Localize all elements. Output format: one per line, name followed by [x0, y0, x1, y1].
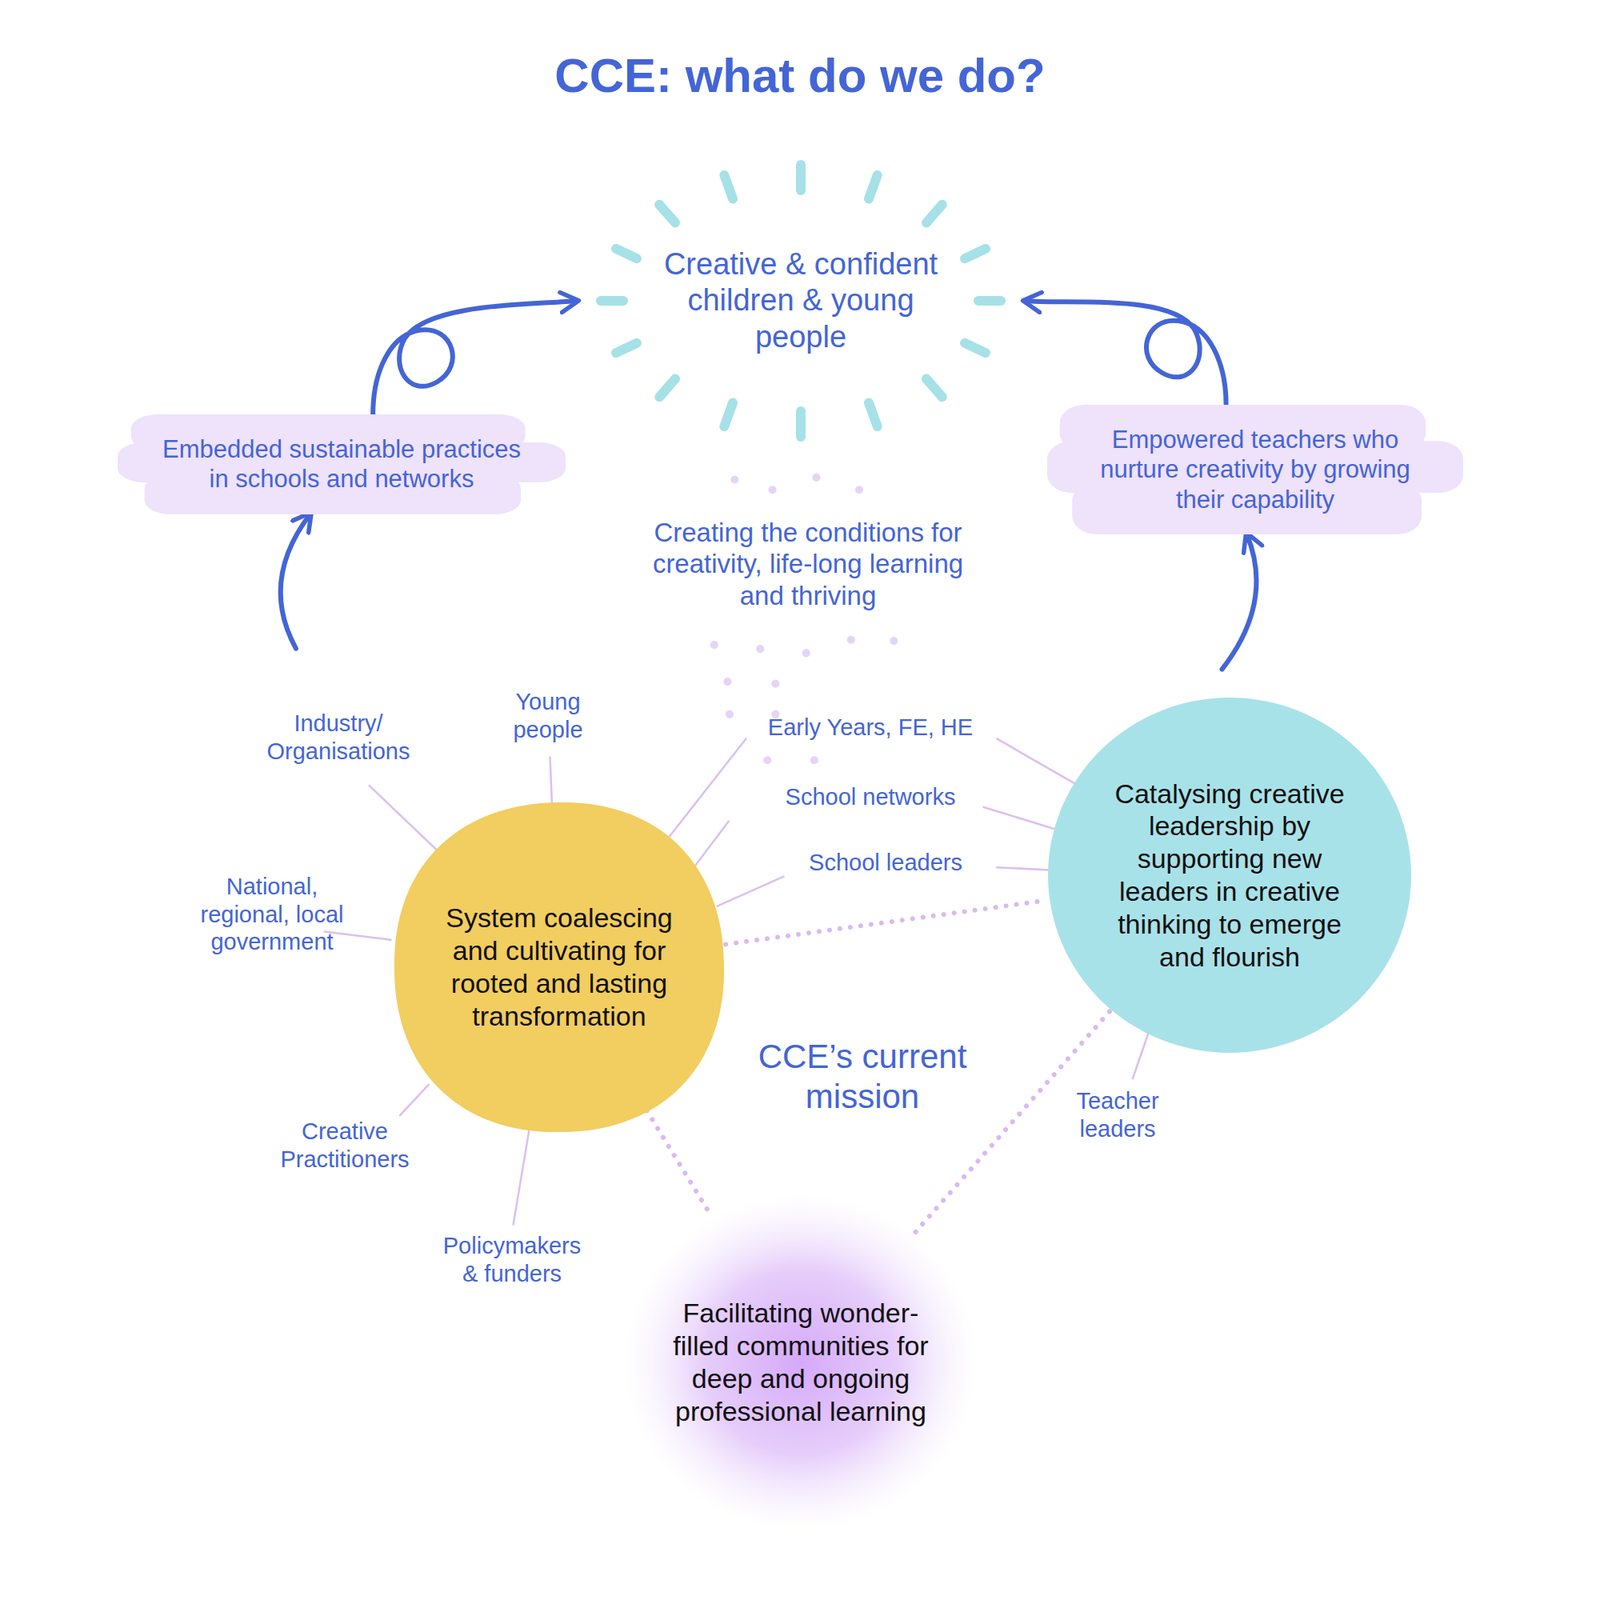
focus-glow: Facilitating wonder-filled communities f…	[624, 1194, 977, 1531]
flow-arrow	[372, 300, 577, 415]
node-shape	[624, 1194, 977, 1531]
spoke-line	[996, 738, 1079, 786]
sun-ray	[600, 296, 624, 306]
spoke-line	[400, 1084, 429, 1116]
sun-ray	[616, 248, 637, 259]
spoke-lines	[324, 738, 1152, 1224]
focus-circle: Catalysing creative leadership by suppor…	[1045, 695, 1414, 1056]
tagline-text: Creating the conditions for creativity, …	[632, 516, 984, 612]
sun-ray	[659, 204, 676, 224]
dotted-link	[725, 900, 1048, 944]
node-shape	[391, 799, 728, 1136]
node-text: Catalysing creative leadership by suppor…	[1097, 777, 1362, 974]
sun-ray	[796, 164, 806, 191]
mission-blob	[132, 617, 1464, 1568]
node-text: Embedded sustainable practices in school…	[149, 434, 534, 494]
outcome-band: Empowered teachers who nurture creativit…	[1047, 404, 1464, 535]
outcome-band: Embedded sustainable practices in school…	[117, 414, 566, 515]
sun-ray	[964, 343, 986, 353]
node-shape	[117, 414, 566, 515]
stakeholder-label: Young people	[500, 688, 596, 744]
sun-ray	[926, 379, 943, 398]
spoke-line	[984, 807, 1064, 832]
spoke-line	[550, 756, 553, 806]
stakeholder-label: Industry/ Organisations	[246, 709, 431, 766]
glow-fill	[624, 1194, 977, 1531]
circle-fill	[394, 802, 724, 1132]
sun-ray	[964, 248, 986, 259]
sun-ray	[796, 411, 806, 437]
sun-ray	[926, 204, 943, 224]
outcome-sunburst: Creative & confident children & young pe…	[576, 140, 1025, 461]
stakeholder-label: School networks	[785, 783, 956, 812]
sun-ray	[724, 175, 733, 200]
title: CCE: what do we do?	[0, 48, 1600, 104]
spoke-line	[324, 932, 392, 940]
spoke-line	[665, 738, 747, 842]
node-text: Empowered teachers who nurture creativit…	[1079, 424, 1432, 515]
node-shape	[1045, 695, 1414, 1056]
flow-arrow	[1222, 534, 1257, 670]
stakeholder-label: Teacher leaders	[1065, 1087, 1170, 1144]
flow-arrow	[280, 514, 311, 649]
spoke-line	[369, 785, 437, 850]
sun-ray	[978, 296, 1001, 306]
sun-ray	[724, 402, 733, 427]
stakeholder-label: Early Years, FE, HE	[768, 713, 973, 742]
sun-ray	[868, 175, 878, 200]
stakeholder-label: National, regional, local government	[196, 872, 348, 956]
dotted-link	[647, 1110, 713, 1217]
stakeholder-label: Creative Practitioners	[260, 1117, 429, 1174]
sun-ray	[659, 379, 676, 398]
node-text: Facilitating wonder-filled communities f…	[668, 1296, 933, 1428]
circle-fill	[1048, 697, 1412, 1053]
sun-ray	[868, 402, 878, 427]
spoke-line	[717, 876, 784, 907]
spoke-line	[513, 1127, 530, 1224]
sun-ray	[616, 343, 637, 353]
node-text: Creative & confident children & young pe…	[660, 246, 941, 356]
stakeholder-label: School leaders	[808, 848, 963, 877]
stakeholder-label: Policymakers & funders	[438, 1232, 587, 1288]
flow-arrow	[1024, 300, 1227, 405]
node-text: System coalescing and cultivating for ro…	[427, 901, 692, 1032]
spoke-line	[693, 821, 728, 868]
focus-circle: System coalescing and cultivating for ro…	[391, 799, 728, 1136]
node-text: CCE’s current mission	[734, 1036, 991, 1118]
